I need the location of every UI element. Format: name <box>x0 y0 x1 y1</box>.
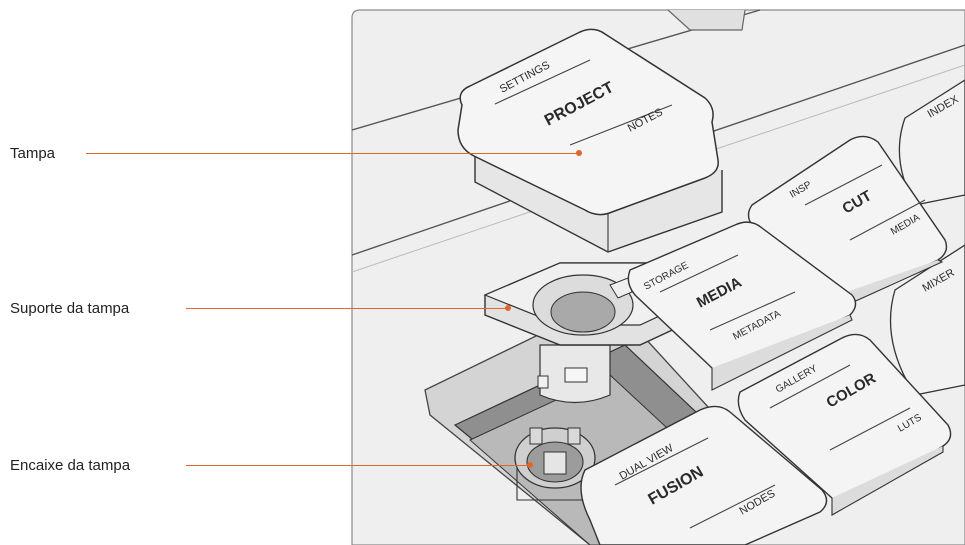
cap-socket-shape <box>514 427 596 501</box>
key-mixer: MIXER <box>889 244 965 396</box>
key-media: STORAGE MEDIA METADATA <box>627 221 857 391</box>
callout-cap-dot <box>576 150 582 156</box>
callout-cap-label: Tampa <box>10 145 56 162</box>
callout-cap-socket-dot <box>527 462 533 468</box>
holder-stem <box>537 344 611 404</box>
cap-holder-shape <box>483 262 684 346</box>
callout-cap-socket-label: Encaixe da tampa <box>10 457 131 474</box>
key-color: GALLERY COLOR LUTS <box>737 333 952 516</box>
callout-cap-socket-leader <box>186 465 530 466</box>
callout-cap-holder-leader <box>186 308 508 309</box>
callout-cap-holder-dot <box>505 305 511 311</box>
key-cap-project: SETTINGS PROJECT NOTES <box>457 28 723 253</box>
callout-cap-leader <box>86 153 580 154</box>
key-index: INDEX <box>898 79 965 206</box>
callout-cap-holder-label: Suporte da tampa <box>10 300 130 317</box>
key-fusion: DUAL VIEW FUSION NODES <box>580 405 828 545</box>
